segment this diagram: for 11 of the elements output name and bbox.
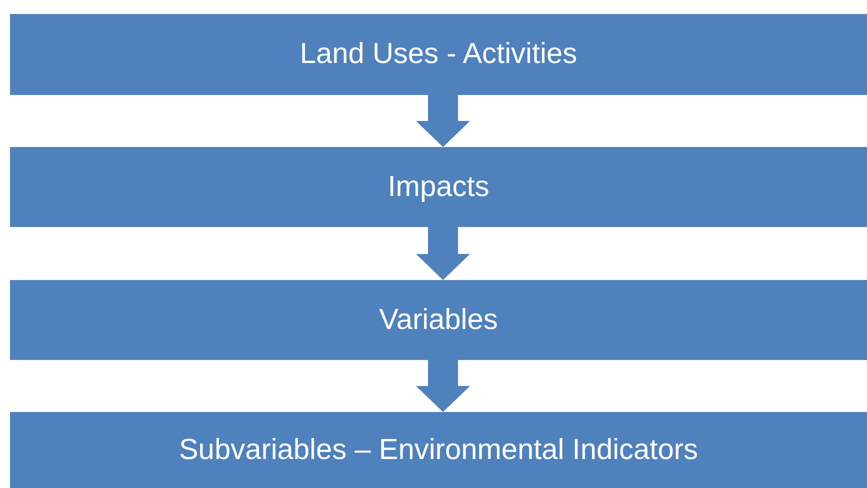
step-label: Variables bbox=[379, 304, 498, 336]
step-label: Subvariables – Environmental Indicators bbox=[178, 434, 698, 466]
block-arrow bbox=[416, 227, 470, 280]
step-label: Land Uses - Activities bbox=[300, 38, 578, 71]
process-bar bbox=[10, 280, 867, 360]
step-label: Impacts bbox=[388, 170, 490, 204]
process-bar bbox=[10, 14, 867, 95]
block-arrow bbox=[416, 95, 470, 147]
process-bar bbox=[10, 147, 867, 227]
block-arrow bbox=[416, 360, 470, 412]
process-bar bbox=[10, 412, 867, 488]
